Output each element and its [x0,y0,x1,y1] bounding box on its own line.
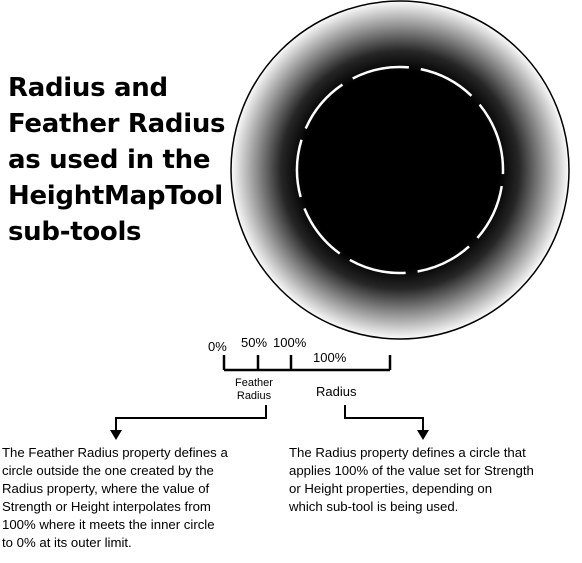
radius-span-label: 100% [313,350,347,365]
feather-radius-description: The Feather Radius property defines a ci… [2,444,282,552]
title-line: HeightMapTool [8,181,223,211]
title-line: as used in the [8,145,211,175]
desc-line: The Radius property defines a circle tha… [289,445,526,460]
desc-line: 100% where it meets the inner circle [2,517,215,532]
title-line: Radius and [8,73,168,103]
feather-label-line: Feather [235,377,273,389]
scale-hundred-label: 100% [273,335,307,350]
scale-fifty-label: 50% [241,335,268,350]
title-line: Feather Radius [8,109,226,139]
radius-dashed-circle [295,65,505,275]
desc-line: or Height properties, depending on [289,481,493,496]
diagram-title: Radius and Feather Radius as used in the… [8,70,238,250]
radius-description: The Radius property defines a circle tha… [289,444,579,516]
desc-line: to 0% at its outer limit. [2,535,132,550]
desc-line: circle outside the one created by the [2,463,214,478]
pointer-arrows [110,405,429,440]
desc-line: The Feather Radius property defines a [2,445,228,460]
feather-radius-label: Feather Radius [230,377,278,403]
title-line: sub-tools [8,217,142,247]
desc-line: Strength or Height interpolates from [2,499,211,514]
feather-label-line: Radius [236,390,272,402]
desc-line: which sub-tool is being used. [289,499,459,514]
desc-line: Radius property, where the value of [2,481,210,496]
radius-label: Radius [316,384,357,399]
scale-zero-label: 0% [208,339,227,354]
scale-bar [222,355,392,372]
feather-gradient-circle [230,0,570,340]
desc-line: applies 100% of the value set for Streng… [289,463,534,478]
